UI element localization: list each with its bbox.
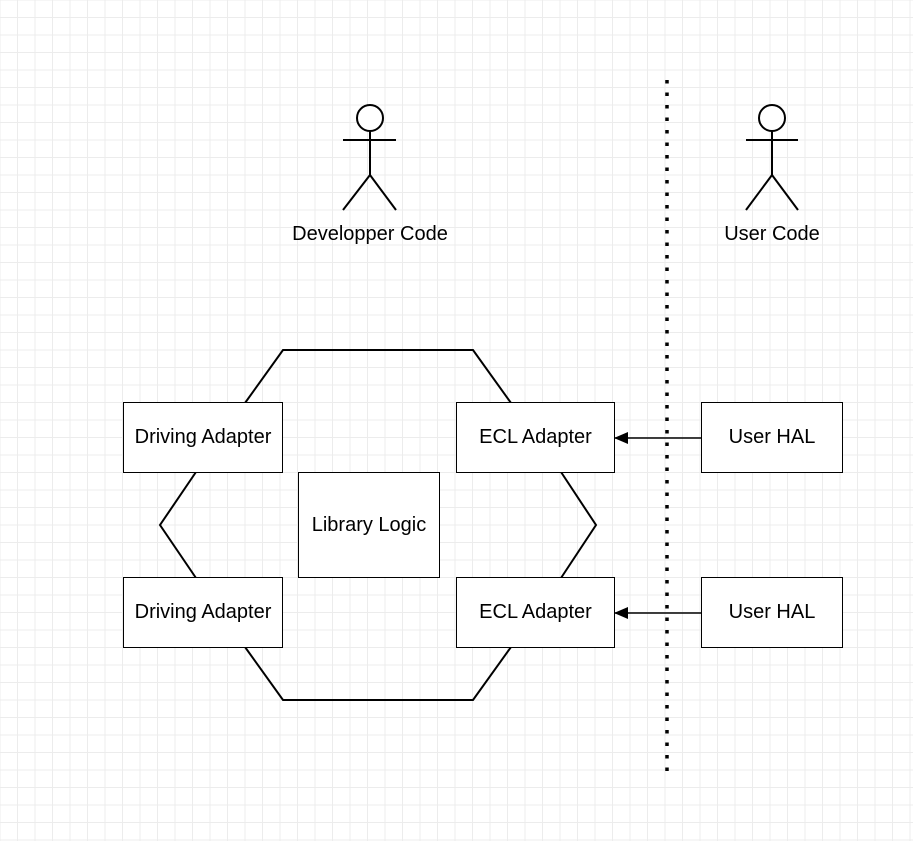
- ecl-adapter-box-2: ECL Adapter: [456, 577, 615, 648]
- user-hal-box-2: User HAL: [701, 577, 843, 648]
- library-logic-box: Library Logic: [298, 472, 440, 578]
- driving-adapter-box-1: Driving Adapter: [123, 402, 283, 473]
- driving-adapter-box-2: Driving Adapter: [123, 577, 283, 648]
- user-hal-box-1: User HAL: [701, 402, 843, 473]
- user-actor-label: User Code: [724, 223, 820, 245]
- hexagon-shape: [158, 349, 598, 701]
- user-actor-icon: [745, 104, 799, 211]
- developer-actor-label: Developper Code: [292, 223, 448, 245]
- developer-actor-icon: [342, 104, 397, 211]
- ecl-adapter-box-1: ECL Adapter: [456, 402, 615, 473]
